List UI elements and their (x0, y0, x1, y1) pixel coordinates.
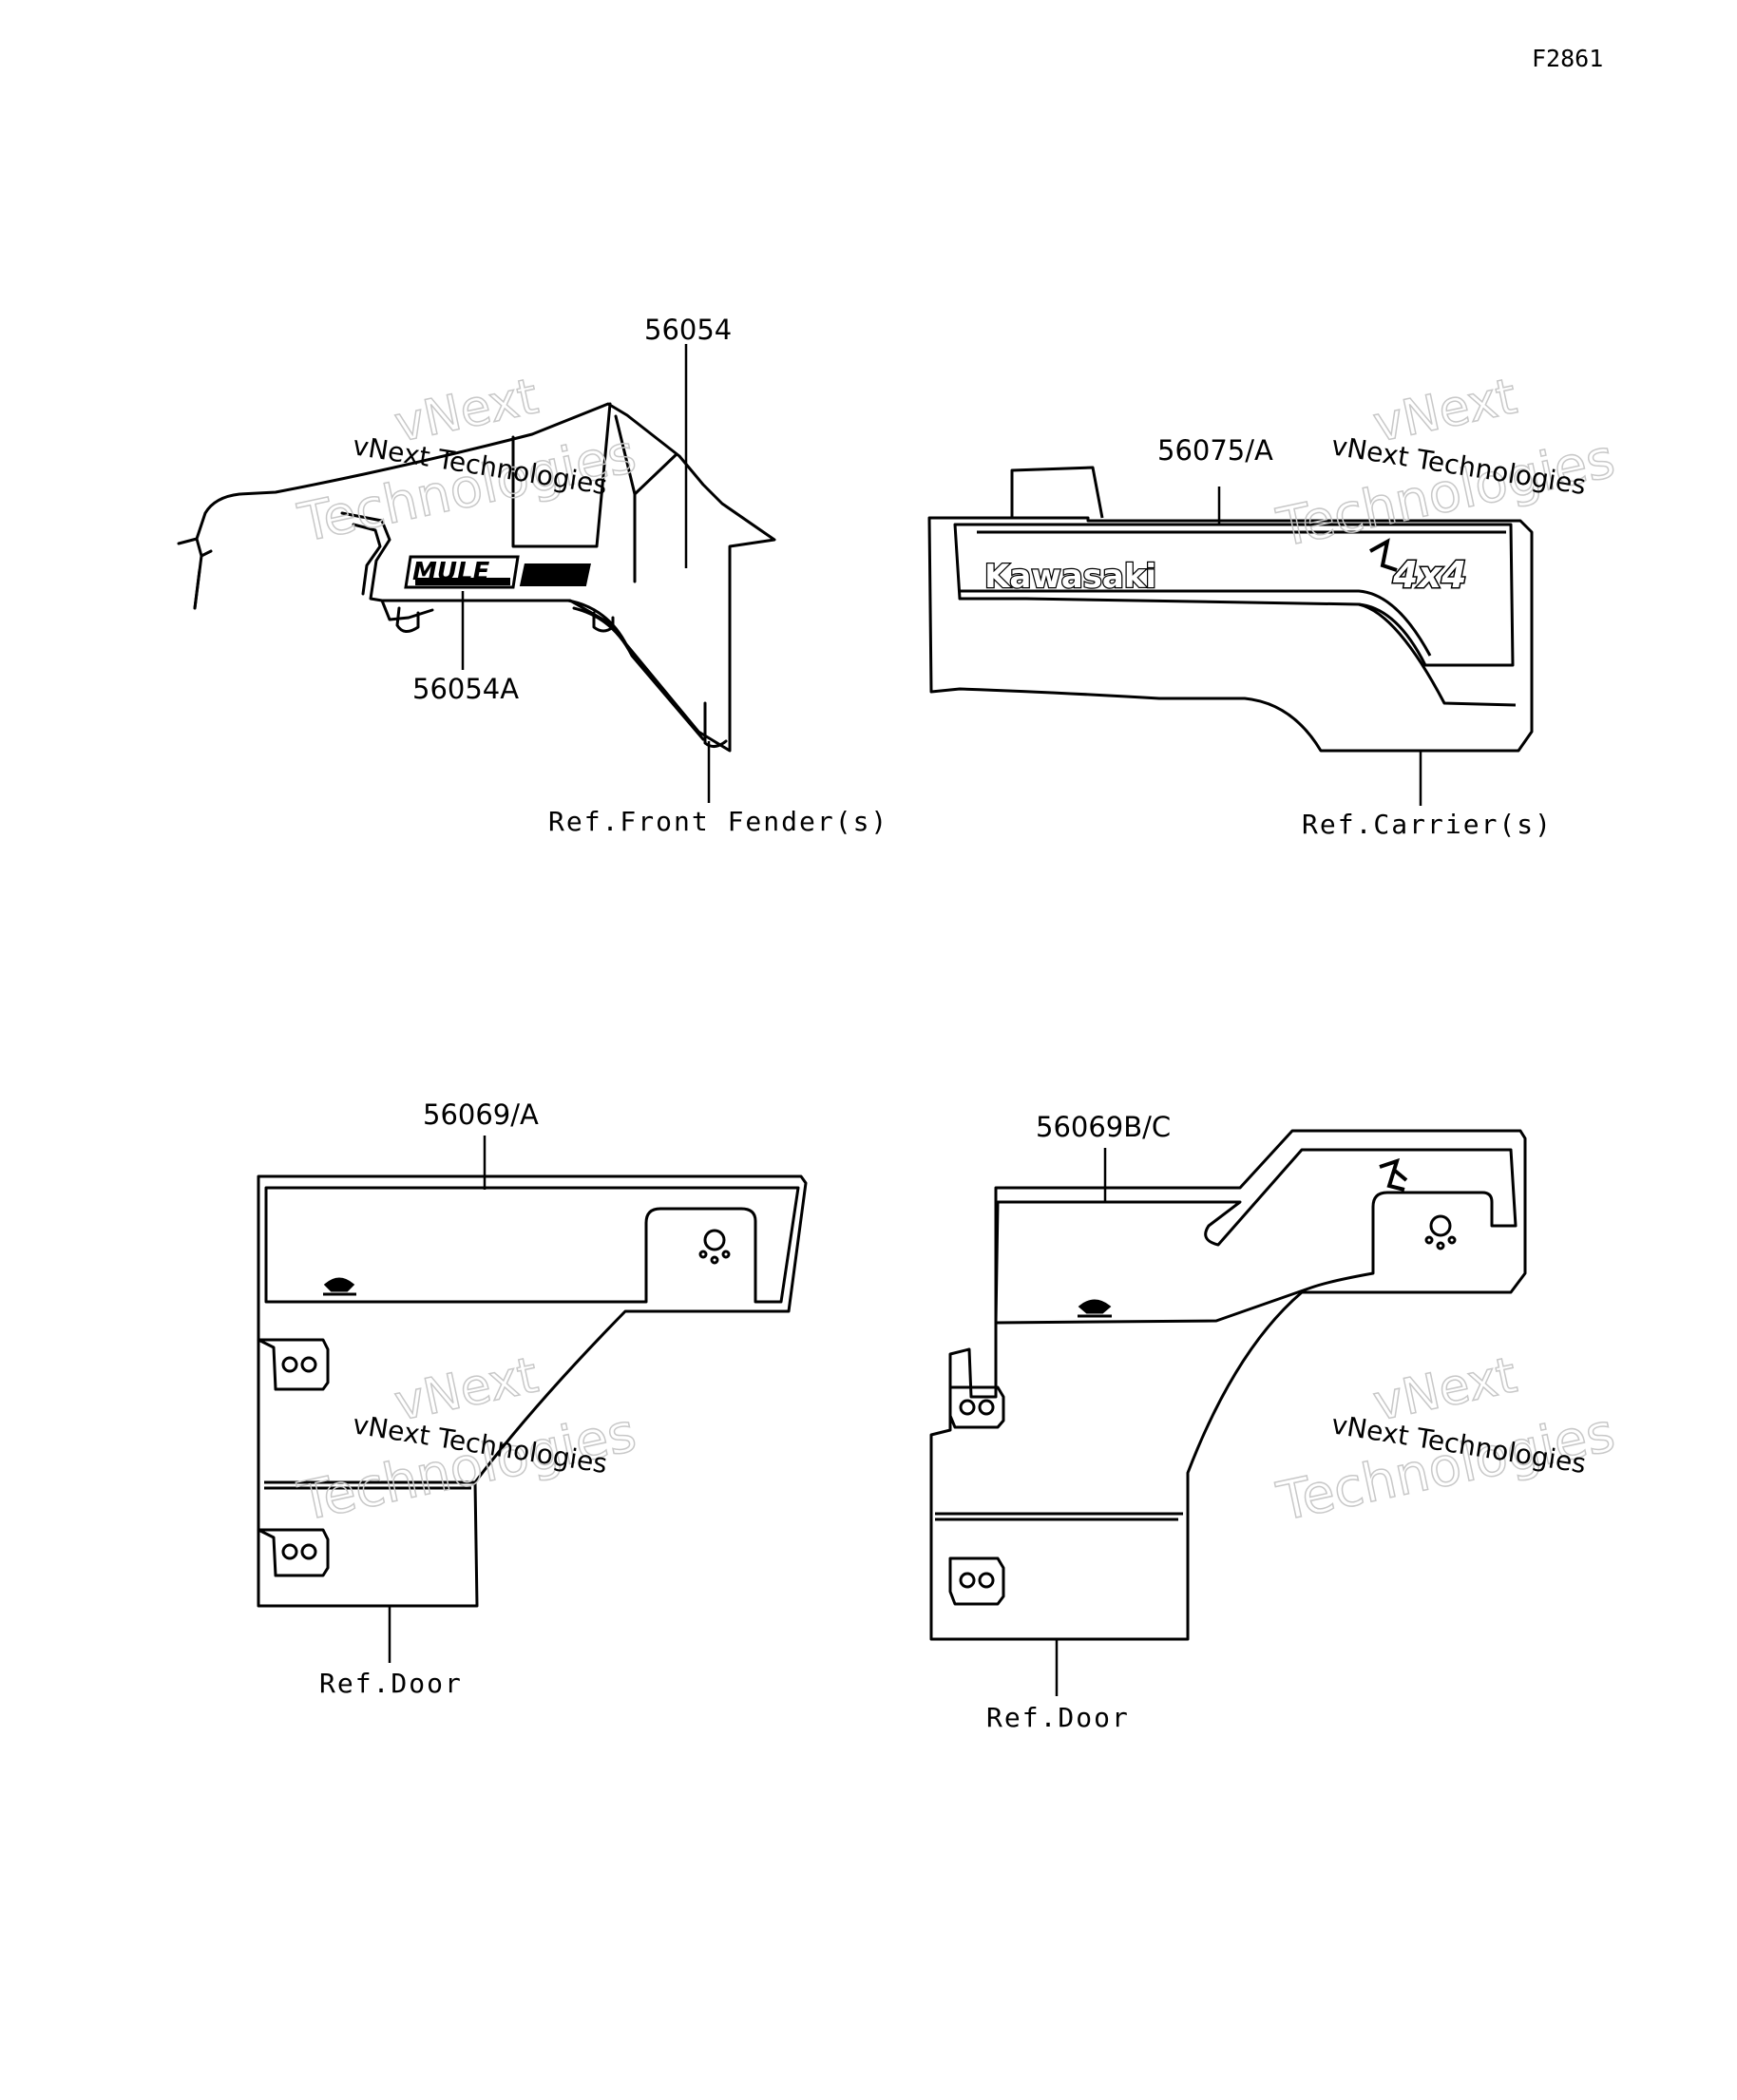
front-fender-drawing (177, 402, 776, 753)
door-right-leaders (1055, 1148, 1107, 1696)
part-number-56069A: 56069/A (423, 1098, 539, 1131)
door-left-drawing (257, 1174, 808, 1608)
door-right-hinge-holes (959, 1399, 995, 1589)
4x4-decal-text: 4x4 (1392, 554, 1466, 596)
ref-door-right: Ref.Door (986, 1702, 1130, 1733)
door-right-badge-icon (1379, 1157, 1408, 1192)
kawasaki-decal-text: Kawasaki (984, 558, 1156, 596)
ref-door-left: Ref.Door (319, 1668, 463, 1699)
carrier-drawing (927, 466, 1534, 753)
door-left-warning-icon (698, 1229, 731, 1265)
part-number-56069BC: 56069B/C (1036, 1111, 1171, 1143)
fender-badge-decal: E/S (519, 563, 689, 586)
front-fender-leaders (461, 344, 711, 803)
door-right-drawing (929, 1129, 1527, 1641)
part-number-56075A: 56075/A (1157, 434, 1273, 467)
ref-front-fender: Ref.Front Fender(s) (548, 806, 888, 837)
4x4-decal: 4x4 (1369, 538, 1468, 598)
door-left-hinge-holes (281, 1356, 317, 1560)
part-number-56054: 56054 (644, 314, 732, 346)
door-right-logo-icon (1078, 1299, 1112, 1318)
ref-carrier: Ref.Carrier(s) (1302, 809, 1553, 840)
part-number-56054A: 56054A (412, 673, 519, 705)
door-right-warning-icon (1424, 1214, 1457, 1250)
carrier-leaders (1217, 487, 1422, 806)
door-left-logo-icon (323, 1277, 356, 1296)
mule-decal: MULE (404, 555, 520, 589)
door-left-leaders (388, 1136, 487, 1663)
fender-badge-text: E/S (656, 563, 689, 586)
kawasaki-decal: Kawasaki (983, 557, 1158, 598)
figure-code: F2861 (1532, 45, 1603, 72)
